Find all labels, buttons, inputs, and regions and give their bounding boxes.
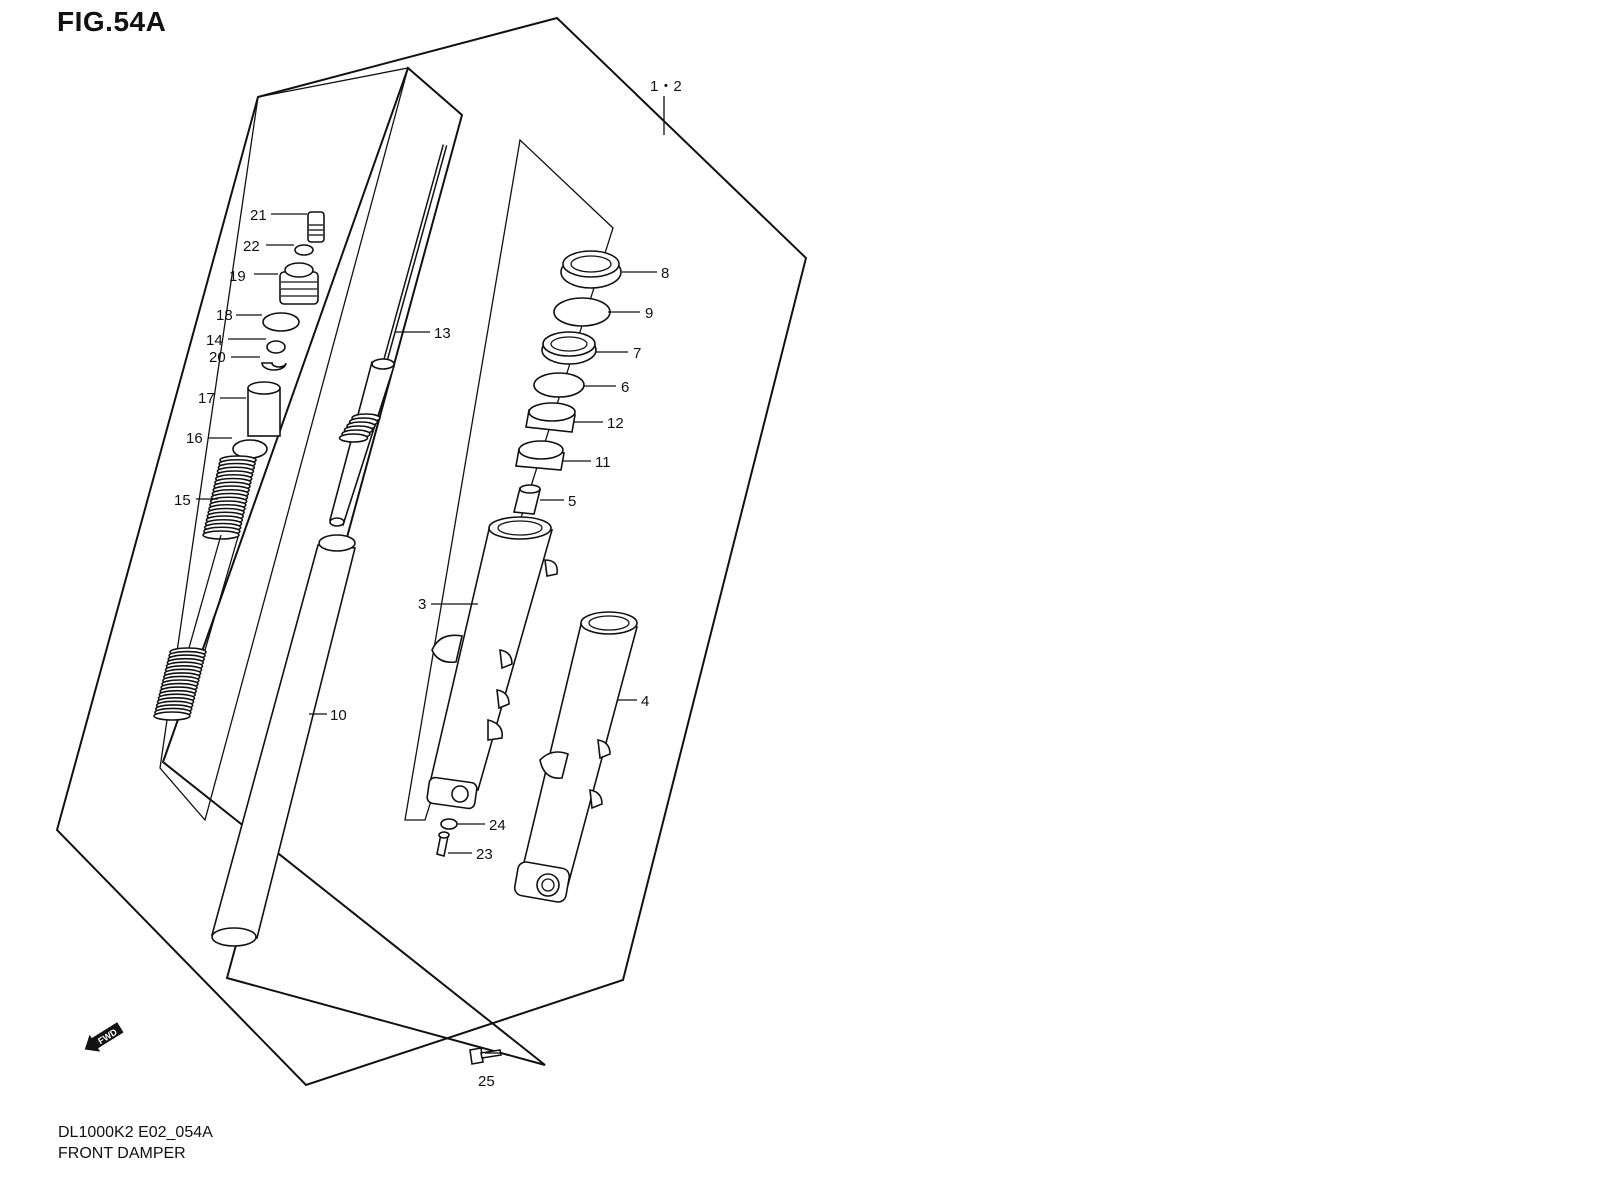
- part-24-washer: [440, 818, 458, 830]
- callout-25: 25: [478, 1073, 495, 1090]
- callout-6: 6: [621, 379, 629, 396]
- part-5-oil-lock-piece: [512, 484, 542, 515]
- callout-8: 8: [661, 265, 669, 282]
- part-23-bolt: [436, 831, 450, 858]
- callout-17: 17: [198, 390, 215, 407]
- part-17-spacer: [247, 381, 281, 437]
- part-14-nut: [266, 340, 286, 354]
- callout-7: 7: [633, 345, 641, 362]
- part-22-o-ring: [294, 244, 314, 256]
- part-8-dust-seal: [560, 250, 622, 289]
- part-13-rod-rings: [338, 413, 381, 443]
- part-9-ring: [553, 297, 611, 327]
- part-12-bushing: [525, 402, 576, 433]
- callout-19: 19: [229, 268, 246, 285]
- callout-16: 16: [186, 430, 203, 447]
- callout-5: 5: [568, 493, 576, 510]
- figure-name: FRONT DAMPER: [58, 1145, 186, 1162]
- callout-3: 3: [418, 596, 426, 613]
- figure-code: DL1000K2 E02_054A: [58, 1124, 213, 1141]
- callout-4: 4: [641, 693, 649, 710]
- callout-11: 11: [595, 454, 611, 471]
- callout-24: 24: [489, 817, 506, 834]
- part-3-outer-tube: [426, 516, 559, 810]
- callout-22: 22: [243, 238, 260, 255]
- callout-13: 13: [434, 325, 451, 342]
- part-21-adjuster: [307, 211, 325, 243]
- part-25-bolt: [469, 1047, 502, 1065]
- callout-9: 9: [645, 305, 653, 322]
- callout-21: 21: [250, 207, 267, 224]
- part-10-inner-tube: [210, 534, 357, 947]
- callout-12: 12: [607, 415, 624, 432]
- part-20-stopper: [261, 362, 287, 371]
- callout-1-2: 1・2: [650, 78, 682, 95]
- callout-14: 14: [206, 332, 223, 349]
- callout-23: 23: [476, 846, 493, 863]
- part-15-spring: [153, 455, 257, 721]
- spring-group-outline: [159, 67, 409, 822]
- part-13-damper-rod: [329, 144, 448, 527]
- part-11-bushing: [515, 440, 565, 471]
- callout-10: 10: [330, 707, 347, 724]
- fwd-arrow-icon: FWD: [84, 1022, 124, 1052]
- outer-assembly-outline: [55, 16, 808, 1087]
- callout-18: 18: [216, 307, 233, 324]
- part-18-o-ring: [262, 312, 300, 332]
- part-7-oil-seal: [541, 331, 597, 365]
- outer-tube-group-outline: [404, 138, 614, 821]
- part-4-outer-tube: [513, 611, 639, 903]
- part-6-washer: [533, 372, 585, 398]
- figure-title: FIG.54A: [57, 6, 167, 37]
- callout-20: 20: [209, 349, 226, 366]
- leader-lines: [196, 96, 665, 1054]
- callout-15: 15: [174, 492, 191, 509]
- part-19-cap-bolt: [279, 262, 319, 305]
